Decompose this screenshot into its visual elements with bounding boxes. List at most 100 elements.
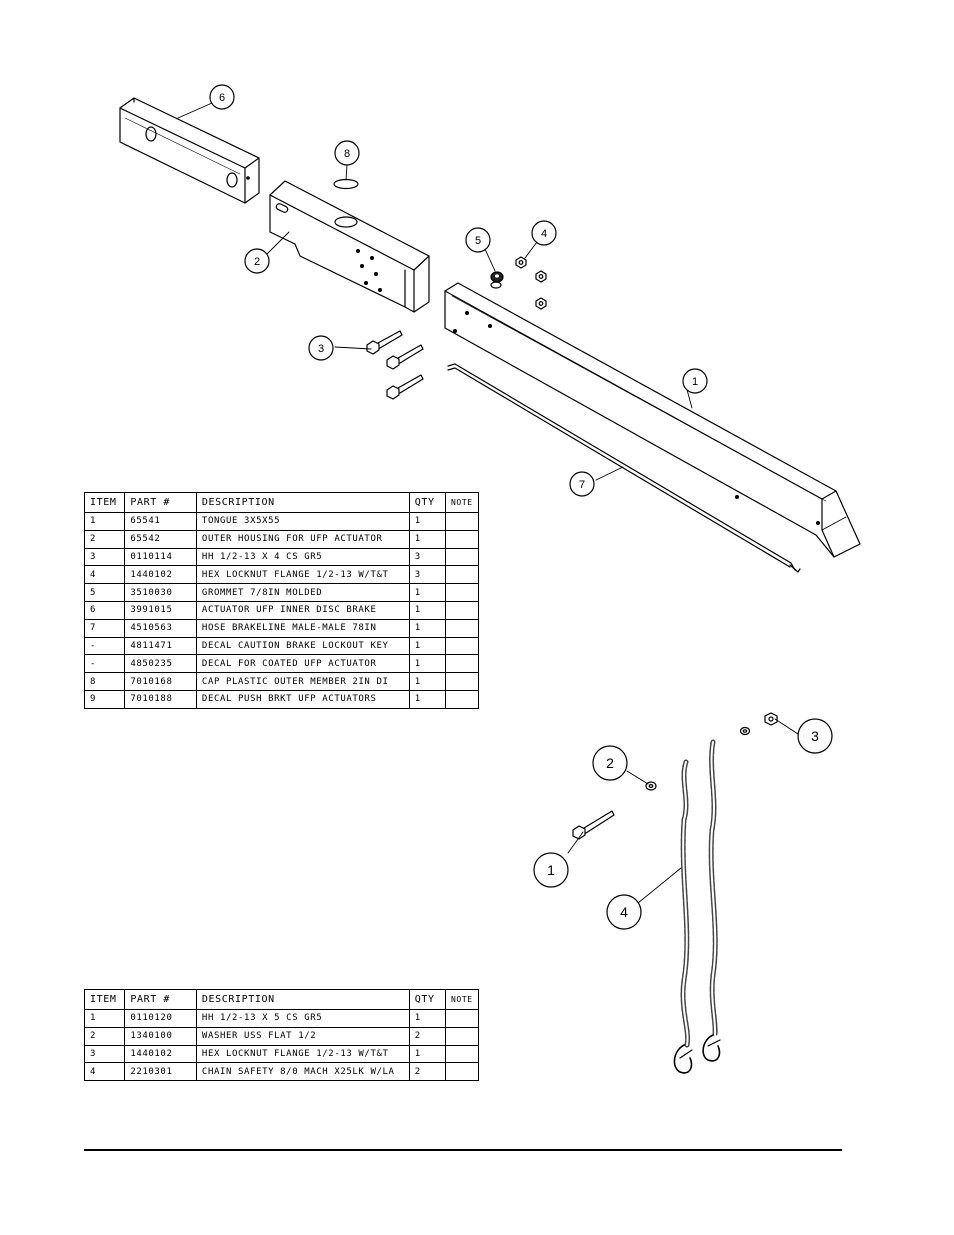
cell-description: DECAL CAUTION BRAKE LOCKOUT KEY: [195, 636, 410, 656]
cell-note: [445, 672, 479, 691]
cell-note: [445, 547, 479, 567]
cell-item: 4: [83, 565, 126, 585]
footer-rule: [84, 1149, 842, 1151]
callout-bottom-2: 2: [606, 755, 614, 771]
cell-part-number: 2210301: [124, 1062, 197, 1082]
header-qty: QTY: [408, 492, 447, 513]
cell-note: [445, 654, 479, 674]
cell-description: TONGUE 3X5X55: [195, 512, 410, 531]
cell-qty: 2: [408, 1026, 447, 1046]
cell-description: DECAL FOR COATED UFP ACTUATOR: [195, 654, 410, 674]
callout-bottom-4: 4: [620, 904, 628, 920]
cell-description: HH 1/2-13 X 4 CS GR5: [195, 547, 410, 567]
cell-item: 3: [83, 547, 126, 567]
grommet: [490, 271, 504, 283]
cell-part-number: 1440102: [124, 1044, 197, 1064]
cell-note: [445, 1062, 479, 1082]
callout-6: 6: [219, 92, 225, 104]
cell-description: CAP PLASTIC OUTER MEMBER 2IN DI: [195, 672, 410, 691]
cell-qty: 1: [408, 583, 447, 602]
table-header-row: ITEM PART # DESCRIPTION QTY NOTE: [83, 989, 479, 1010]
cell-item: 1: [83, 1009, 126, 1028]
callout-2: 2: [254, 256, 260, 268]
header-description: DESCRIPTION: [195, 492, 410, 513]
cell-qty: 1: [408, 1009, 447, 1028]
header-qty: QTY: [408, 989, 447, 1010]
cell-description: HEX LOCKNUT FLANGE 1/2-13 W/T&T: [195, 565, 410, 585]
cell-item: 2: [83, 1026, 126, 1046]
cell-description: CHAIN SAFETY 8/0 MACH X25LK W/LA: [195, 1062, 410, 1082]
cell-description: ACTUATOR UFP INNER DISC BRAKE: [195, 600, 410, 620]
callout-5: 5: [475, 235, 481, 247]
cell-note: [445, 565, 479, 585]
header-part: PART #: [124, 492, 197, 513]
cell-qty: 2: [408, 1062, 447, 1082]
cell-description: GROMMET 7/8IN MOLDED: [195, 583, 410, 602]
cell-note: [445, 689, 479, 709]
washers: [645, 726, 751, 791]
cell-part-number: 7010188: [124, 689, 197, 709]
callout-7: 7: [579, 479, 585, 491]
cell-description: OUTER HOUSING FOR UFP ACTUATOR: [195, 529, 410, 549]
header-description: DESCRIPTION: [195, 989, 410, 1010]
callout-balloons-bottom: [533, 718, 833, 930]
tongue: [444, 281, 861, 558]
cell-description: HH 1/2-13 X 5 CS GR5: [195, 1009, 410, 1028]
cell-item: 5: [83, 583, 126, 602]
cell-qty: 1: [408, 1044, 447, 1064]
chain-locknut: [764, 712, 778, 726]
header-part: PART #: [124, 989, 197, 1010]
cell-description: WASHER USS FLAT 1/2: [195, 1026, 410, 1046]
cell-part-number: 0110114: [124, 547, 197, 567]
cell-item: 3: [83, 1044, 126, 1064]
cell-item: 9: [83, 689, 126, 709]
cell-qty: 1: [408, 654, 447, 674]
cell-part-number: 4811471: [124, 636, 197, 656]
cell-part-number: 65541: [124, 512, 197, 531]
cell-note: [445, 1009, 479, 1028]
callout-4: 4: [541, 228, 547, 240]
cell-qty: 1: [408, 672, 447, 691]
cell-item: 8: [83, 672, 126, 691]
safety-chain-left: [673, 759, 693, 1074]
chain-bolt: [572, 810, 615, 840]
cell-part-number: 3991015: [124, 600, 197, 620]
cell-part-number: 4510563: [124, 618, 197, 638]
cell-note: [445, 583, 479, 602]
cell-item: 1: [83, 512, 126, 531]
safety-chain-right: [702, 739, 721, 1062]
header-note: NOTE: [445, 989, 479, 1010]
header-item: ITEM: [83, 492, 126, 513]
cell-item: -: [83, 654, 126, 674]
cell-qty: 1: [408, 689, 447, 709]
locknuts: [515, 256, 547, 310]
header-item: ITEM: [83, 989, 126, 1010]
cell-part-number: 65542: [124, 529, 197, 549]
cell-part-number: 0110120: [124, 1009, 197, 1028]
cell-note: [445, 529, 479, 549]
brake-hose: [447, 363, 801, 573]
cell-description: DECAL PUSH BRKT UFP ACTUATORS: [195, 689, 410, 709]
cell-item: -: [83, 636, 126, 656]
cell-part-number: 1340100: [124, 1026, 197, 1046]
cell-item: 6: [83, 600, 126, 620]
header-note: NOTE: [445, 492, 479, 513]
callout-8: 8: [344, 148, 350, 160]
cell-qty: 1: [408, 600, 447, 620]
